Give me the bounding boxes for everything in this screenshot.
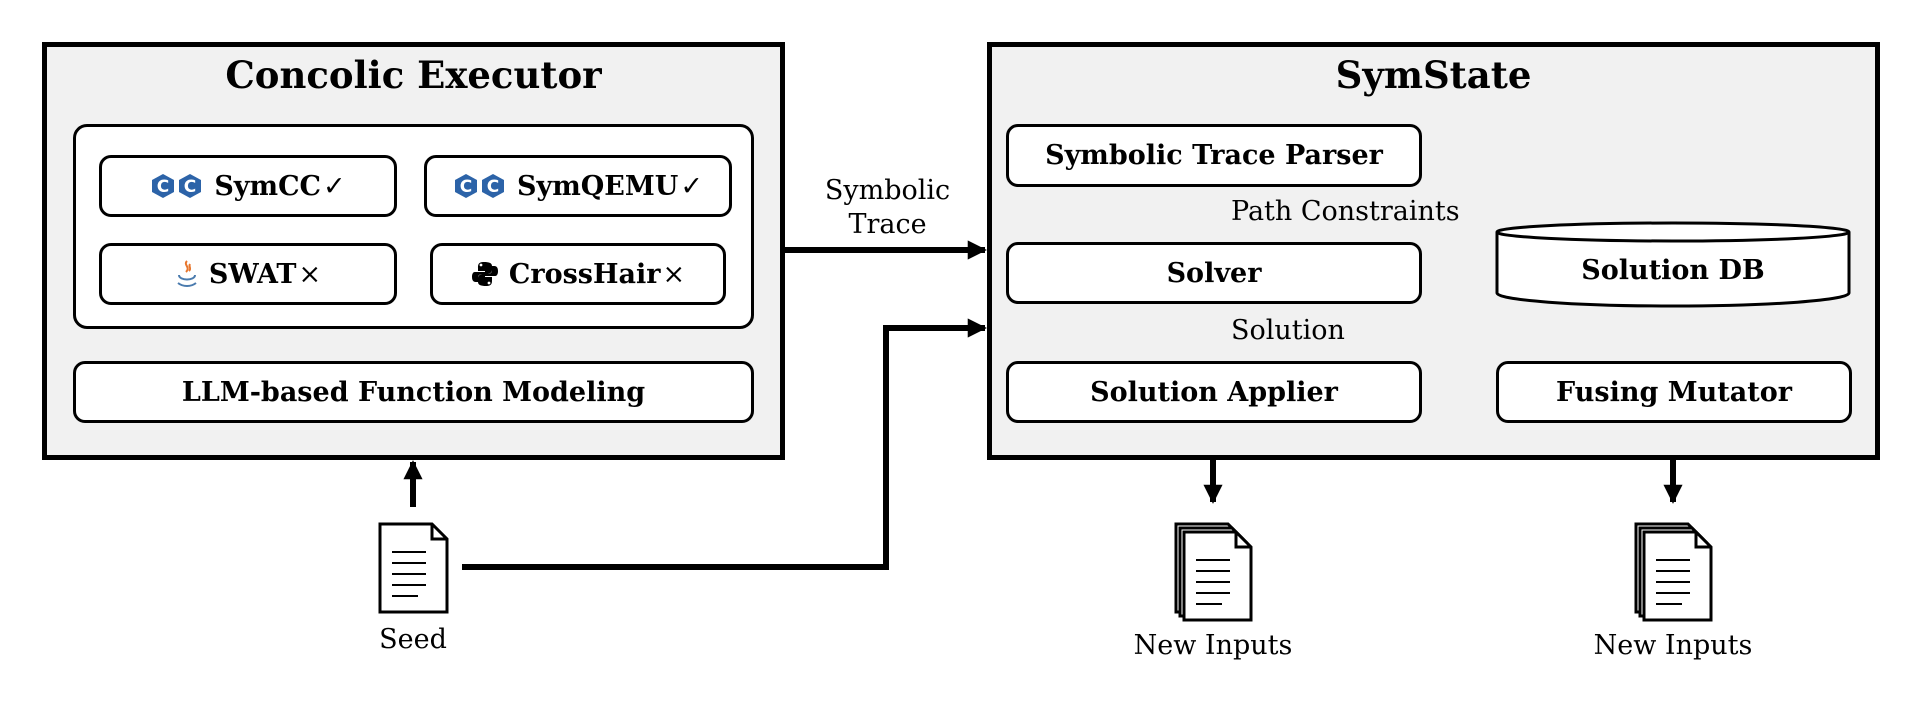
tool-status: ×: [298, 258, 322, 290]
java-icon: [175, 259, 199, 289]
seed-label: Seed: [379, 624, 447, 655]
fusing-mutator-box: Fusing Mutator: [1496, 361, 1852, 423]
svg-text:C: C: [184, 177, 196, 197]
solution-db-label: Solution DB: [1581, 255, 1765, 286]
tool-swat: SWAT×: [99, 243, 397, 305]
tool-name: CrossHair: [508, 258, 661, 290]
new-inputs-label: New Inputs: [1593, 630, 1753, 661]
tool-symcc: C C SymCC✓: [99, 155, 397, 217]
svg-text:C: C: [487, 177, 499, 197]
symbolic-trace-label: Symbolic Trace: [824, 175, 951, 240]
llm-modeling-box: LLM-based Function Modeling: [73, 361, 754, 423]
svg-text:C: C: [460, 177, 472, 197]
seed-document-icon: [378, 522, 449, 614]
tool-name: SWAT: [208, 258, 297, 290]
new-inputs-label: New Inputs: [1133, 630, 1293, 661]
solution-applier-box: Solution Applier: [1006, 361, 1422, 423]
python-icon: [471, 260, 499, 288]
seed-to-symstate-arrow: [462, 318, 987, 570]
cpp-icon: C C: [453, 173, 507, 199]
path-constraints-label: Path Constraints: [1231, 196, 1460, 227]
solver-box: Solver: [1006, 242, 1422, 304]
cpp-icon: C C: [150, 173, 204, 199]
tool-crosshair: CrossHair×: [430, 243, 726, 305]
panel-title: SymState: [1335, 53, 1532, 97]
tool-name: SymQEMU: [517, 170, 679, 202]
tool-name: SymCC: [214, 170, 322, 202]
tool-status: ✓: [680, 170, 703, 202]
svg-text:C: C: [157, 177, 169, 197]
new-inputs-document-icon: [1174, 522, 1253, 622]
tool-symqemu: C C SymQEMU✓: [424, 155, 732, 217]
tool-status: ×: [662, 258, 686, 290]
solution-label: Solution: [1231, 315, 1345, 346]
trace-parser-box: Symbolic Trace Parser: [1006, 124, 1422, 187]
tool-status: ✓: [323, 170, 346, 202]
panel-title: Concolic Executor: [225, 53, 602, 97]
new-inputs-document-icon: [1634, 522, 1713, 622]
